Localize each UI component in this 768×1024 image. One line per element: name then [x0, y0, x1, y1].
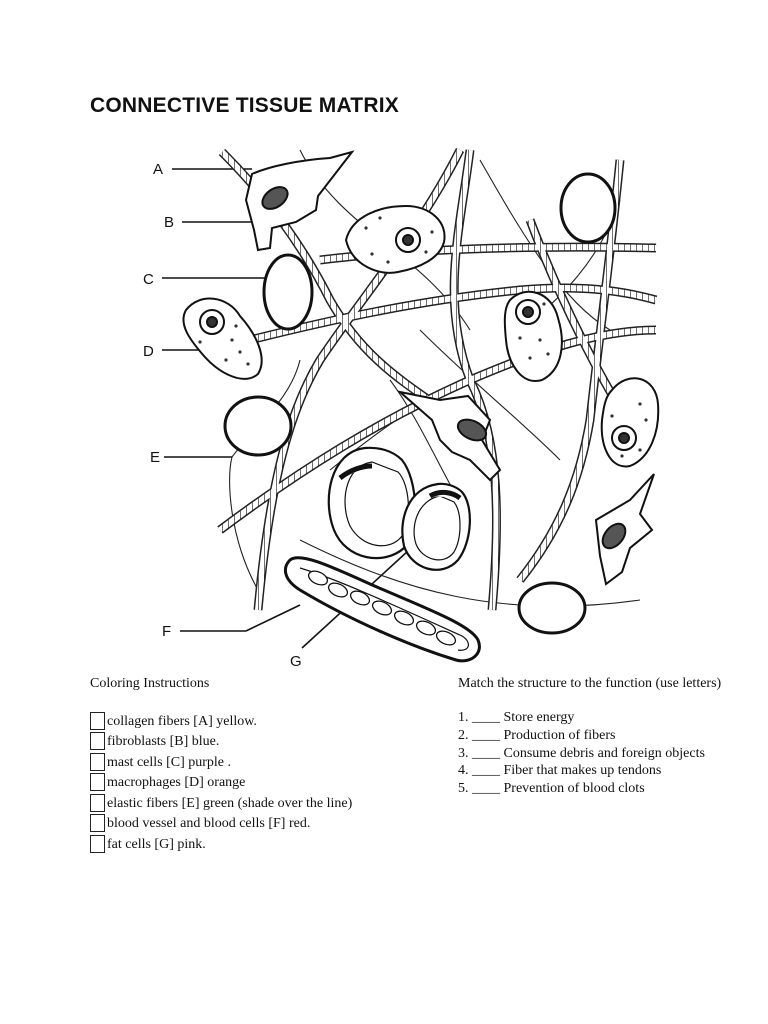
coloring-instructions: Coloring Instructions collagen fibers [A…	[90, 676, 430, 853]
matching-item-4[interactable]: 4. ____ Fiber that makes up tendons	[458, 763, 662, 779]
matching-item-3[interactable]: 3. ____ Consume debris and foreign objec…	[458, 745, 705, 761]
coloring-item-label: blood vessel and blood cells [F] red.	[107, 816, 311, 831]
coloring-item-label: macrophages [D] orange	[107, 775, 246, 790]
coloring-item-label: fat cells [G] pink.	[107, 836, 206, 852]
matching-item-5[interactable]: 5. ____ Prevention of blood clots	[458, 781, 645, 797]
elastic-fibers-checkbox[interactable]	[90, 793, 105, 812]
label-b: B	[164, 214, 174, 231]
label-d: D	[143, 343, 154, 360]
blood-vessel-checkbox[interactable]	[90, 814, 105, 832]
matching-item-1[interactable]: 1. ____ Store energy	[458, 710, 575, 725]
coloring-item-label: collagen fibers [A] yellow.	[107, 713, 257, 729]
coloring-list: collagen fibers [A] yellow. fibroblasts …	[90, 709, 430, 853]
leader-lines	[162, 168, 421, 649]
coloring-item-macrophages: macrophages [D] orange	[90, 771, 430, 791]
matching-item-2[interactable]: 2. ____ Production of fibers	[458, 727, 616, 743]
label-g: G	[290, 653, 302, 670]
matching-heading: Match the structure to the function (use…	[458, 676, 722, 691]
label-c: C	[143, 271, 154, 288]
macrophages	[182, 204, 660, 468]
fibroblasts	[244, 150, 655, 586]
blood-vessel	[283, 556, 481, 663]
coloring-heading: Coloring Instructions	[90, 676, 210, 691]
coloring-item-blood-vessel: blood vessel and blood cells [F] red.	[90, 812, 430, 832]
label-a: A	[153, 161, 163, 178]
label-e: E	[150, 449, 160, 466]
macrophages-checkbox[interactable]	[90, 773, 105, 791]
coloring-item-label: mast cells [C] purple .	[107, 754, 232, 770]
coloring-item-elastic-fibers: elastic fibers [E] green (shade over the…	[90, 791, 430, 812]
coloring-item-fibroblasts: fibroblasts [B] blue.	[90, 730, 430, 750]
mast-cells-checkbox[interactable]	[90, 752, 105, 771]
page-title: CONNECTIVE TISSUE MATRIX	[90, 94, 399, 117]
fat-cells	[327, 446, 471, 571]
coloring-item-mast-cells: mast cells [C] purple .	[90, 750, 430, 771]
matching-list: 1. ____ Store energy 2. ____ Production …	[458, 709, 758, 798]
matching-section: Match the structure to the function (use…	[458, 676, 758, 798]
label-f: F	[162, 623, 171, 640]
collagen-checkbox[interactable]	[90, 711, 105, 730]
fibroblasts-checkbox[interactable]	[90, 732, 105, 750]
coloring-item-label: fibroblasts [B] blue.	[107, 734, 220, 749]
fat-cells-checkbox[interactable]	[90, 834, 105, 853]
coloring-item-fat-cells: fat cells [G] pink.	[90, 832, 430, 853]
coloring-item-collagen: collagen fibers [A] yellow.	[90, 709, 430, 730]
connective-tissue-diagram: A B C D E F G	[143, 147, 660, 670]
mast-cells	[223, 172, 617, 635]
coloring-item-label: elastic fibers [E] green (shade over the…	[107, 795, 353, 811]
